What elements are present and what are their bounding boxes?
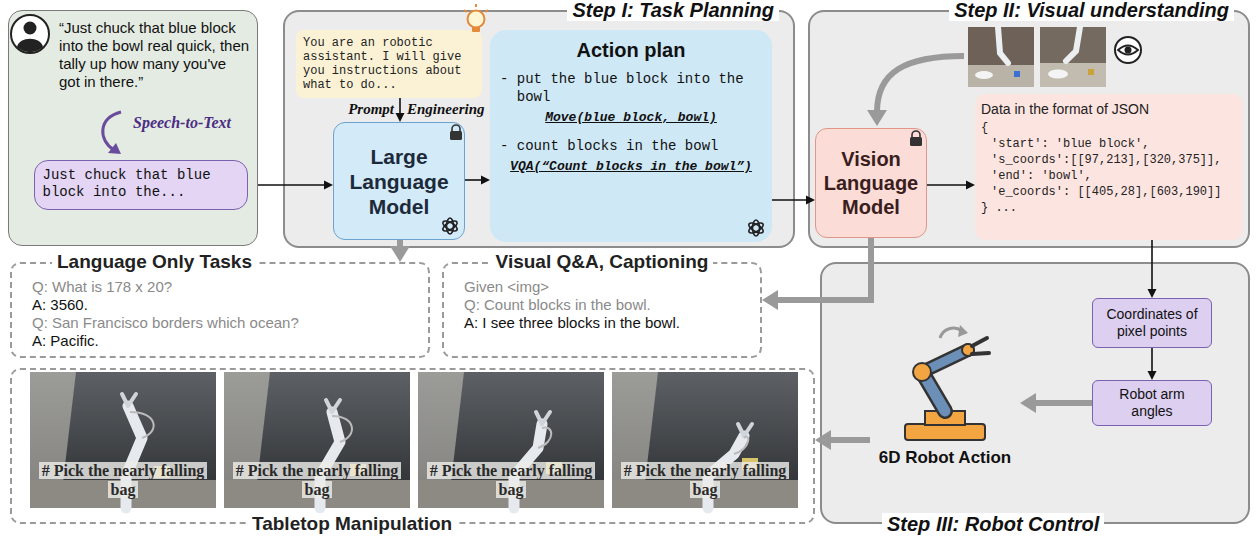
prompt-text: You are an robotic assistant. I will giv…: [303, 36, 470, 92]
lock-icon: [910, 131, 922, 146]
question-text: Q: Count blocks in the bowl.: [464, 296, 750, 314]
model-logo: [441, 218, 458, 234]
model-box: Vision Language Model: [815, 128, 927, 238]
model-logo: [747, 220, 764, 236]
panel-title: Step I: Task Planning: [567, 0, 779, 21]
task-box: Tabletop Manipulation: [10, 368, 815, 524]
robot-action: 6D Robot Action: [870, 322, 1020, 472]
plan-step: - count blocks in the bowl: [500, 137, 762, 155]
task-box: Visual Q&A, CaptioningGiven <img>Q: Coun…: [442, 262, 762, 358]
function-call: VQA(“Count blocks in the bowl”): [500, 158, 762, 176]
arrowhead: [390, 246, 410, 262]
code-line: } ...: [981, 200, 1237, 216]
json-box: Data in the format of JSON {'start': 'blu…: [975, 94, 1243, 240]
code-line: 's_coords':[[97,213],[320,375]],: [991, 152, 1237, 168]
image-caption: # Pick the nearly falling bag: [39, 462, 208, 498]
model-box: Large Language Model: [333, 122, 465, 240]
edge-label: Engineering: [407, 101, 485, 117]
code-line: 'start': 'blue block',: [991, 136, 1237, 152]
tabletop-photo: [30, 372, 216, 508]
tabletop-photo: [224, 372, 410, 508]
question-text: Q: San Francisco borders which ocean?: [32, 314, 418, 332]
image-caption: # Pick the nearly falling bag: [233, 462, 402, 498]
code-line: {: [981, 120, 1237, 136]
action-label: 6D Robot Action: [879, 448, 1012, 468]
answer-text: A: 3560.: [32, 296, 418, 314]
process-text: Robot arm angles: [1099, 386, 1205, 420]
panel-title: Step II: Visual understanding: [949, 0, 1234, 21]
quote-text: “Just chuck that blue block into the bow…: [59, 19, 251, 91]
model-name: Large Language Model: [340, 144, 458, 219]
box-title: Language Only Tasks: [52, 251, 257, 273]
panel-title: Step III: Robot Control: [882, 513, 1104, 535]
box-title: Tabletop Manipulation: [247, 513, 457, 535]
prompt-box: You are an robotic assistant. I will giv…: [296, 30, 482, 98]
function-call: Move(blue block, bowl): [500, 109, 762, 127]
transcript-text: Just chuck that blue block into the...: [43, 167, 239, 201]
code-line: 'end': 'bowl',: [991, 168, 1237, 184]
lock-icon: [450, 125, 462, 140]
tabletop-photo: [612, 372, 798, 508]
plan-box: Action plan - put the blue block into the…: [490, 30, 772, 242]
speaker-panel: “Just chuck that blue block into the bow…: [8, 10, 258, 246]
code-line: 'e_coords': [[405,28],[603,190]]: [991, 184, 1237, 200]
json-title: Data in the format of JSON: [981, 100, 1237, 118]
process-text: Coordinates of pixel points: [1099, 306, 1205, 340]
question-text: Given <img>: [464, 278, 750, 296]
arrowhead: [762, 290, 778, 310]
lightbulb-icon: [464, 4, 488, 32]
box-title: Visual Q&A, Captioning: [491, 251, 714, 273]
plan-title: Action plan: [500, 38, 762, 62]
answer-text: A: Pacific.: [32, 332, 418, 350]
answer-text: A: I see three blocks in the bowl.: [464, 314, 750, 332]
step-panel: Step III: Robot ControlCoordinates of pi…: [820, 262, 1250, 524]
image-caption: # Pick the nearly falling bag: [427, 462, 596, 498]
step-panel: Step I: Task PlanningYou are an robotic …: [283, 10, 795, 248]
plan-step: - put the blue block into the bowl: [500, 70, 762, 106]
process-box: Coordinates of pixel points: [1092, 298, 1212, 348]
question-text: Q: What is 178 x 20?: [32, 278, 418, 296]
transcript-box: Just chuck that blue block into the...: [34, 160, 248, 210]
process-box: Robot arm angles: [1092, 380, 1212, 426]
task-box: Language Only TasksQ: What is 178 x 20?A…: [10, 262, 430, 358]
tabletop-photo: [418, 372, 604, 508]
step-panel: Step II: Visual understandingVision Lang…: [808, 10, 1250, 248]
edge-label: Prompt: [348, 101, 394, 117]
model-name: Vision Language Model: [820, 147, 922, 219]
image-caption: # Pick the nearly falling bag: [621, 462, 790, 498]
step-label: Speech-to-Text: [133, 113, 251, 133]
